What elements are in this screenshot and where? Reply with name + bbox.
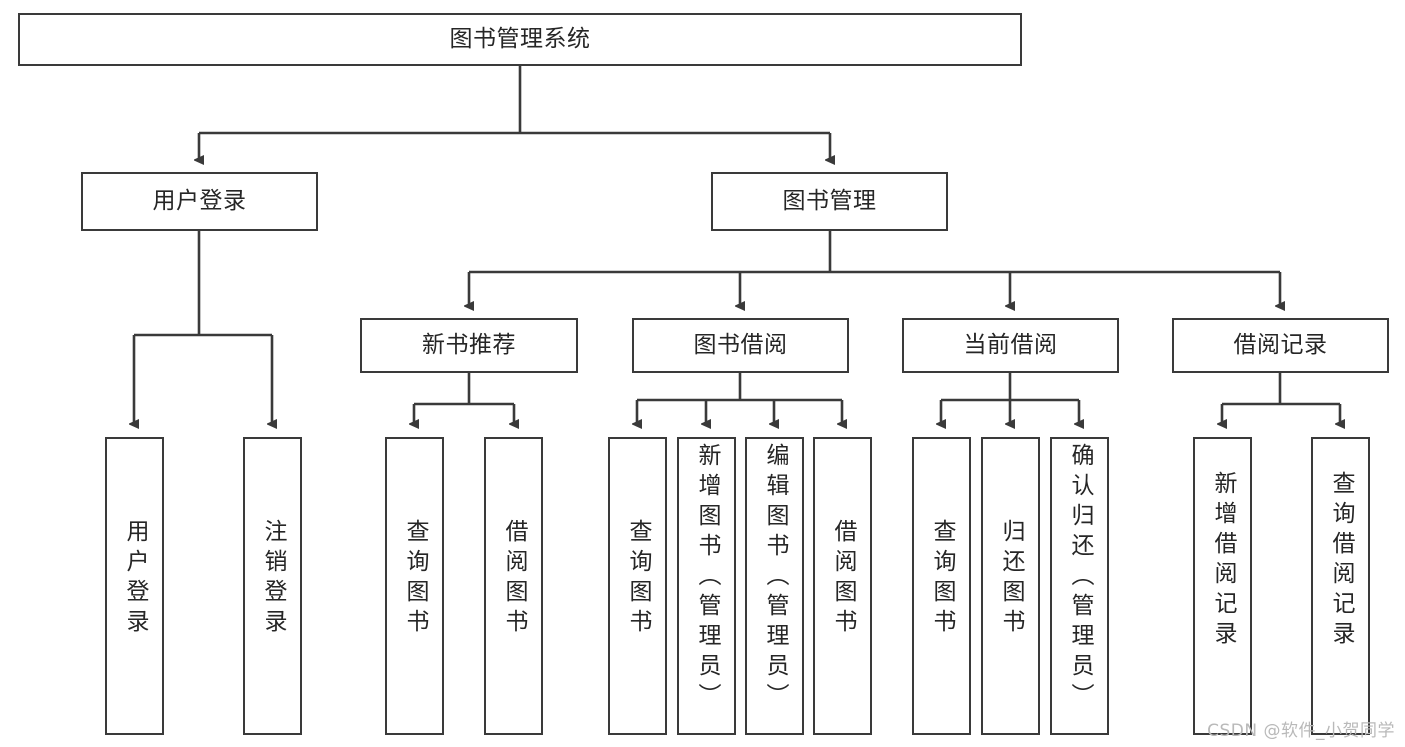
- node-leaf-query-book-2[interactable]: 查询图书: [608, 437, 667, 735]
- node-current-borrow[interactable]: 当前借阅: [902, 318, 1119, 373]
- node-borrow-record-label: 借阅记录: [1233, 332, 1328, 359]
- node-leaf-query-record-label: 查询借阅记录: [1328, 471, 1354, 651]
- node-leaf-query-book-1-label: 查询图书: [402, 519, 428, 639]
- node-leaf-borrow-book-2[interactable]: 借阅图书: [813, 437, 872, 735]
- node-current-borrow-label: 当前借阅: [963, 332, 1058, 359]
- node-leaf-query-book-3[interactable]: 查询图书: [912, 437, 971, 735]
- node-book-borrow[interactable]: 图书借阅: [632, 318, 849, 373]
- node-leaf-query-book-2-label: 查询图书: [625, 519, 651, 639]
- node-leaf-user-login[interactable]: 用户登录: [105, 437, 164, 735]
- node-borrow-record[interactable]: 借阅记录: [1172, 318, 1389, 373]
- node-leaf-query-book-1[interactable]: 查询图书: [385, 437, 444, 735]
- node-leaf-user-logout[interactable]: 注销登录: [243, 437, 302, 735]
- node-leaf-user-login-label: 用户登录: [122, 519, 148, 639]
- node-leaf-query-book-3-label: 查询图书: [929, 519, 955, 639]
- csdn-watermark: CSDN @软件_小贺同学: [1207, 721, 1395, 741]
- node-book-manage[interactable]: 图书管理: [711, 172, 948, 231]
- node-new-book-rec[interactable]: 新书推荐: [360, 318, 578, 373]
- node-leaf-add-book-label: 新增图书（管理员）: [694, 443, 720, 713]
- node-leaf-borrow-book-2-label: 借阅图书: [830, 519, 856, 639]
- node-leaf-add-record-label: 新增借阅记录: [1210, 471, 1236, 651]
- node-book-manage-label: 图书管理: [782, 188, 877, 215]
- node-leaf-user-logout-label: 注销登录: [260, 519, 286, 639]
- node-leaf-add-book[interactable]: 新增图书（管理员）: [677, 437, 736, 735]
- node-leaf-edit-book[interactable]: 编辑图书（管理员）: [745, 437, 804, 735]
- node-root[interactable]: 图书管理系统: [18, 13, 1022, 66]
- node-root-label: 图书管理系统: [449, 26, 591, 53]
- node-user-login-label: 用户登录: [152, 188, 247, 215]
- node-leaf-return-book[interactable]: 归还图书: [981, 437, 1040, 735]
- node-leaf-add-record[interactable]: 新增借阅记录: [1193, 437, 1252, 735]
- node-book-borrow-label: 图书借阅: [693, 332, 788, 359]
- node-leaf-borrow-book-1-label: 借阅图书: [501, 519, 527, 639]
- node-leaf-edit-book-label: 编辑图书（管理员）: [762, 443, 788, 713]
- node-leaf-borrow-book-1[interactable]: 借阅图书: [484, 437, 543, 735]
- node-leaf-confirm-return[interactable]: 确认归还（管理员）: [1050, 437, 1109, 735]
- node-leaf-query-record[interactable]: 查询借阅记录: [1311, 437, 1370, 735]
- node-leaf-confirm-return-label: 确认归还（管理员）: [1067, 443, 1093, 713]
- node-user-login[interactable]: 用户登录: [81, 172, 318, 231]
- node-leaf-return-book-label: 归还图书: [998, 519, 1024, 639]
- node-new-book-rec-label: 新书推荐: [422, 332, 516, 359]
